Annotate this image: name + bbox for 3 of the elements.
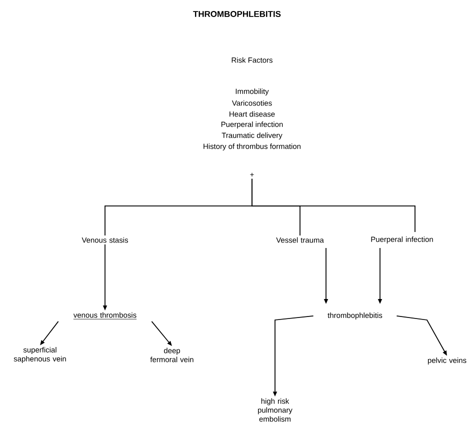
connector <box>252 178 416 232</box>
title: THROMBOPHLEBITIS <box>193 11 281 17</box>
connector <box>151 320 172 346</box>
